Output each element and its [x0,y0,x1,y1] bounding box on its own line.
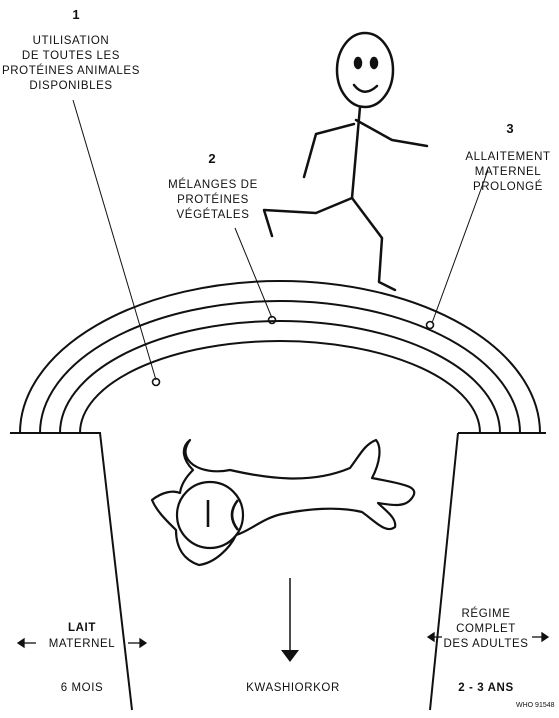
left-bank-double-arrow-icon [16,637,148,649]
strategy-1-number: 1 [72,7,79,22]
right-bank-double-arrow-icon [426,631,550,643]
strategy-3-label: 3 ALLAITEMENT MATERNEL PROLONGÉ [465,121,550,193]
left-bank-line-2: MATERNEL [49,638,116,650]
happy-face-icon [335,31,395,109]
strategy-1-line-2: DE TOUTES LES [22,50,120,62]
sad-face-icon [175,480,245,550]
left-bank-age: 6 MOIS [61,682,104,694]
strategy-1-line-4: DISPONIBLES [29,80,112,92]
strategy-2-number: 2 [208,151,215,166]
right-bank-line-2: COMPLET [456,623,516,635]
bridge-arcs [19,280,541,434]
strategy-3-line-1: ALLAITEMENT [465,151,550,163]
strategy-1-label: 1 UTILISATION DE TOUTES LES PROTÉINES AN… [2,7,140,92]
pointer-dots [151,315,435,387]
down-arrow-icon [281,578,299,662]
kwashiorkor-label: KWASHIORKOR [246,682,340,694]
sad-child-figure [150,438,416,567]
ground-and-pit-outline [10,432,546,711]
pointer-lines [72,99,489,381]
strategy-3-number: 3 [506,121,513,136]
strategy-2-line-3: VÉGÉTALES [177,208,250,221]
left-bank-line-1: LAIT [68,622,96,634]
strategy-1-line-3: PROTÉINES ANIMALES [2,64,140,77]
running-child-figure [262,31,429,292]
strategy-1-line-1: UTILISATION [33,35,110,47]
strategy-3-line-2: MATERNEL [475,166,542,178]
strategy-2-line-1: MÉLANGES DE [168,178,258,191]
figure-reference: WHO 91548 [516,702,555,709]
strategy-2-label: 2 MÉLANGES DE PROTÉINES VÉGÉTALES [168,151,258,221]
right-bank-label: RÉGIME COMPLET DES ADULTES 2 - 3 ANS [426,607,550,694]
right-bank-age: 2 - 3 ANS [458,682,513,694]
right-bank-line-1: RÉGIME [462,607,511,620]
strategy-3-line-3: PROLONGÉ [473,180,543,193]
strategy-2-line-2: PROTÉINES [177,193,249,206]
right-bank-line-3: DES ADULTES [444,638,529,650]
left-bank-label: LAIT MATERNEL 6 MOIS [16,622,148,694]
